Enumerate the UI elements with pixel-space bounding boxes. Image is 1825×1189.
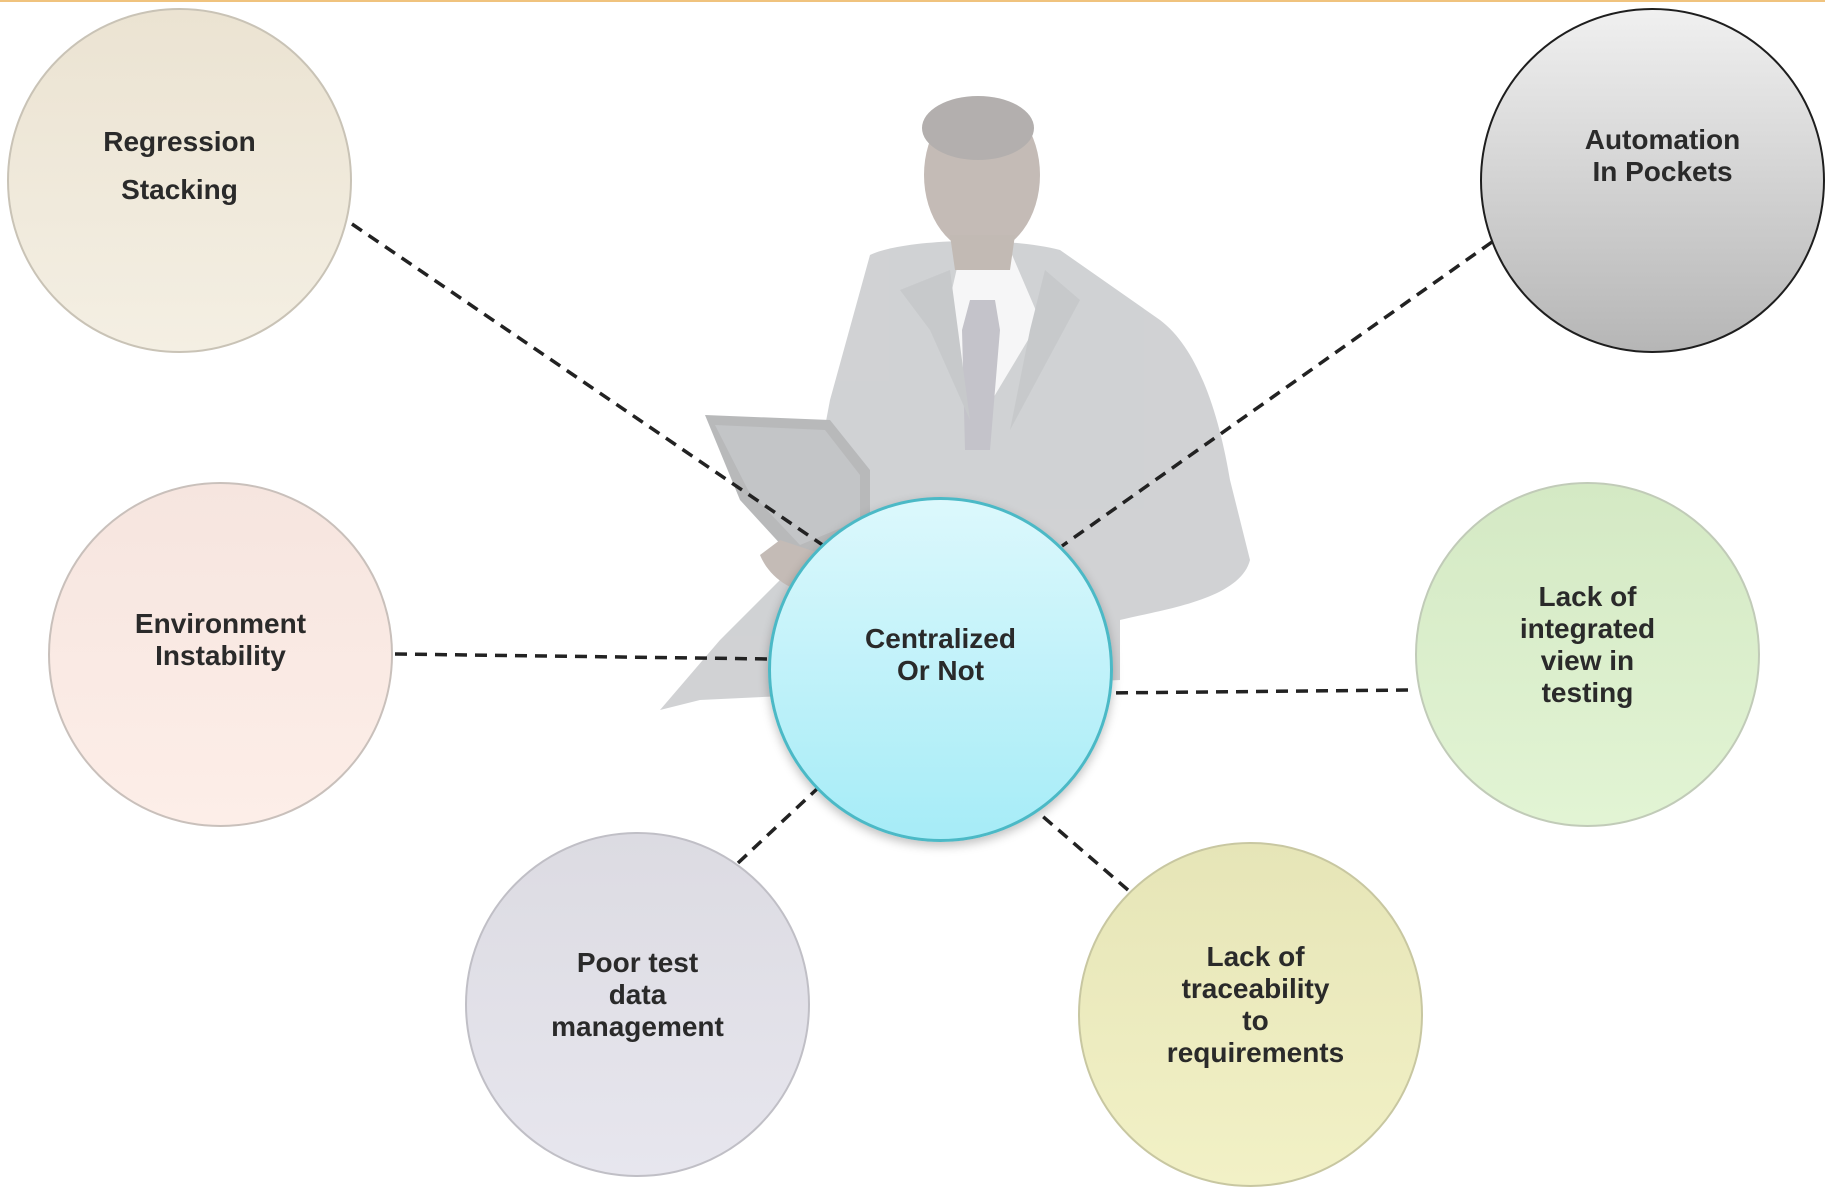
top-accent-line	[0, 0, 1825, 2]
node-label: Lack of traceability to requirements	[1166, 940, 1345, 1068]
node-automation-in-pockets: Automation In Pockets	[1480, 8, 1825, 353]
node-lack-of-integrated-view: Lack of integrated view in testing	[1415, 482, 1760, 827]
node-regression-stacking: Regression Stacking	[7, 8, 352, 353]
node-label: Environment Instability	[134, 607, 307, 671]
node-label: Lack of integrated view in testing	[1519, 580, 1656, 708]
connector-automation	[1060, 240, 1494, 548]
connector-environment	[394, 652, 771, 661]
node-label: Poor test data management	[551, 946, 724, 1042]
connector-regression	[351, 222, 831, 552]
connector-traceability	[1038, 812, 1130, 892]
center-node-centralized: Centralized Or Not	[768, 497, 1113, 842]
node-lack-of-traceability: Lack of traceability to requirements	[1078, 842, 1423, 1187]
connector-integrated	[1103, 688, 1409, 695]
center-label: Centralized Or Not	[865, 622, 1016, 686]
node-poor-test-data-management: Poor test data management	[465, 832, 810, 1177]
connector-testdata	[736, 786, 820, 865]
node-label: Automation In Pockets	[1584, 123, 1741, 187]
node-label: Regression Stacking	[103, 125, 256, 205]
node-environment-instability: Environment Instability	[48, 482, 393, 827]
